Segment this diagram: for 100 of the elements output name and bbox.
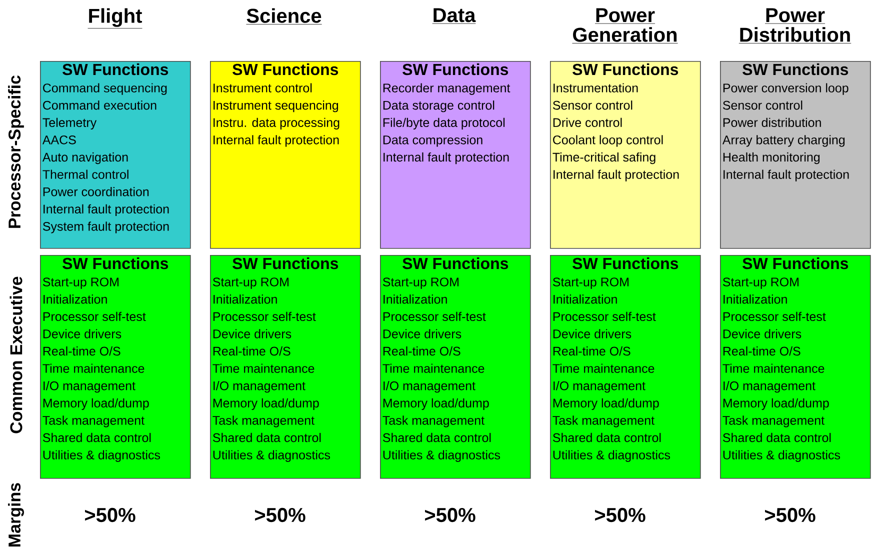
function-box: SW Functions Instrumentation Sensor control Drive control Coolant loop control Time-critical safing Internal fault protection xyxy=(550,61,701,249)
function-box: SW Functions Start-up ROM Initialization Processor self-test Device drivers Real-time O/S Time maintenance I/O management Memory load/dump Task management Shared data control Utilities & diagnostics xyxy=(720,255,871,479)
list-item: Utilities & diagnostics xyxy=(723,450,840,462)
list-item: Time maintenance xyxy=(722,364,824,373)
list-item: Drive control xyxy=(553,118,622,128)
list-item: Internal fault protection xyxy=(214,135,339,147)
list-item: Device drivers xyxy=(43,329,122,338)
list-item: Command sequencing xyxy=(43,83,167,95)
list-item: System fault protection xyxy=(42,222,169,234)
list-item: Processor self-test xyxy=(553,312,656,322)
list-item: Data compression xyxy=(383,135,482,147)
list-item: Device drivers xyxy=(553,329,632,338)
list-item: Power distribution xyxy=(723,118,821,128)
list-item: Real-time O/S xyxy=(383,346,460,356)
list-item: Task management xyxy=(212,416,314,428)
list-item: Shared data control xyxy=(552,432,661,442)
list-item: Thermal control xyxy=(42,170,128,179)
list-item: Device drivers xyxy=(213,329,292,338)
list-item: Memory load/dump xyxy=(213,398,319,410)
list-item: Sensor control xyxy=(552,100,632,110)
list-item: Initialization xyxy=(554,294,617,304)
list-item: Utilities & diagnostics xyxy=(43,450,160,462)
list-item: Instrumentation xyxy=(554,83,638,92)
list-item: Start-up ROM xyxy=(212,278,288,289)
row-heading: Processor-Specific xyxy=(8,76,24,228)
list-item: Memory load/dump xyxy=(553,398,659,410)
list-item: Internal fault protection xyxy=(724,170,849,182)
list-item: Power conversion loop xyxy=(723,83,848,95)
list-item: I/O management xyxy=(384,381,476,393)
list-item: Processor self-test xyxy=(43,312,146,322)
list-item: Processor self-test xyxy=(723,312,826,322)
list-item: Instrument sequencing xyxy=(214,100,338,112)
margin-value: >50% xyxy=(765,508,816,522)
list-item: Memory load/dump xyxy=(43,398,149,410)
list-item: Time maintenance xyxy=(212,364,314,373)
list-item: Device drivers xyxy=(723,329,802,338)
list-item: Internal fault protection xyxy=(44,204,169,216)
list-item: Start-up ROM xyxy=(722,278,798,289)
list-item: Start-up ROM xyxy=(382,278,458,289)
list-item: Time maintenance xyxy=(382,364,484,373)
list-item: Processor self-test xyxy=(383,312,486,322)
list-item: Data storage control xyxy=(383,100,494,112)
list-item: Power coordination xyxy=(43,187,149,196)
function-box: SW Functions Start-up ROM Initialization Processor self-test Device drivers Real-time O/S Time maintenance I/O management Memory load/dump Task management Shared data control Utilities & diagnostics xyxy=(550,255,701,479)
list-item: Start-up ROM xyxy=(552,278,628,289)
list-item: I/O management xyxy=(554,381,646,393)
list-item: Real-time O/S xyxy=(43,346,120,356)
margin-value: >50% xyxy=(595,508,646,522)
list-item: Real-time O/S xyxy=(723,346,800,356)
list-item: Real-time O/S xyxy=(553,346,630,356)
list-item: Command execution xyxy=(43,100,156,110)
list-item: Task management xyxy=(382,416,484,428)
list-item: Health monitoring xyxy=(723,152,820,164)
margin-value: >50% xyxy=(425,508,476,522)
list-item: Utilities & diagnostics xyxy=(213,450,330,462)
column-heading: Science xyxy=(246,8,322,23)
list-item: Utilities & diagnostics xyxy=(383,450,500,462)
list-item: Telemetry xyxy=(42,118,97,130)
row-heading: Common Executive xyxy=(10,276,22,434)
column-heading: Data xyxy=(434,8,476,22)
list-item: Time maintenance xyxy=(552,364,654,373)
list-item: I/O management xyxy=(44,381,136,393)
function-box: SW Functions Recorder management Data storage control File/byte data protocol Data compression Internal fault protection xyxy=(380,61,531,249)
list-item: Memory load/dump xyxy=(723,398,829,410)
list-item: Shared data control xyxy=(42,432,151,442)
list-item: Processor self-test xyxy=(213,312,316,322)
list-item: Initialization xyxy=(44,294,107,304)
list-item: Instrument control xyxy=(214,83,312,92)
list-item: Initialization xyxy=(384,294,447,304)
list-item: Recorder management xyxy=(383,83,510,95)
list-item: I/O management xyxy=(724,381,816,393)
list-item: Instru. data processing xyxy=(214,118,340,130)
list-item: Internal fault protection xyxy=(384,152,509,164)
list-item: Shared data control xyxy=(722,432,831,442)
function-box: SW Functions Start-up ROM Initialization Processor self-test Device drivers Real-time O/S Time maintenance I/O management Memory load/dump Task management Shared data control Utilities & diagnostics xyxy=(40,255,191,479)
list-item: Utilities & diagnostics xyxy=(553,450,670,462)
column-heading: Power Generation xyxy=(573,8,677,42)
function-box: SW Functions Start-up ROM Initialization Processor self-test Device drivers Real-time O/S Time maintenance I/O management Memory load/dump Task management Shared data control Utilities & diagnostics xyxy=(210,255,361,479)
list-item: AACS xyxy=(42,135,76,144)
list-item: Sensor control xyxy=(722,100,802,110)
list-item: Coolant loop control xyxy=(553,135,663,147)
list-item: Auto navigation xyxy=(42,152,128,164)
list-item: I/O management xyxy=(214,381,306,393)
list-item: Task management xyxy=(722,416,824,428)
function-box: SW Functions Command sequencing Command execution Telemetry AACS Auto navigation Thermal control Power coordination Internal fault protection System fault protection xyxy=(40,61,191,249)
function-box: SW Functions Start-up ROM Initialization Processor self-test Device drivers Real-time O/S Time maintenance I/O management Memory load/dump Task management Shared data control Utilities & diagnostics xyxy=(380,255,531,479)
list-item: Task management xyxy=(552,416,654,428)
list-item: Start-up ROM xyxy=(42,278,118,289)
margin-value: >50% xyxy=(255,508,306,522)
list-item: Time-critical safing xyxy=(552,152,656,164)
list-item: File/byte data protocol xyxy=(383,118,505,130)
list-item: Task management xyxy=(42,416,144,428)
list-item: Shared data control xyxy=(382,432,491,442)
list-item: Array battery charging xyxy=(722,135,845,147)
list-item: Time maintenance xyxy=(42,364,144,373)
list-item: Real-time O/S xyxy=(213,346,290,356)
column-heading: Power Distribution xyxy=(740,8,850,42)
column-heading: Flight xyxy=(89,8,142,27)
function-box: SW Functions Power conversion loop Sensor control Power distribution Array battery charging Health monitoring Internal fault protection xyxy=(720,61,871,249)
list-item: Shared data control xyxy=(212,432,321,442)
